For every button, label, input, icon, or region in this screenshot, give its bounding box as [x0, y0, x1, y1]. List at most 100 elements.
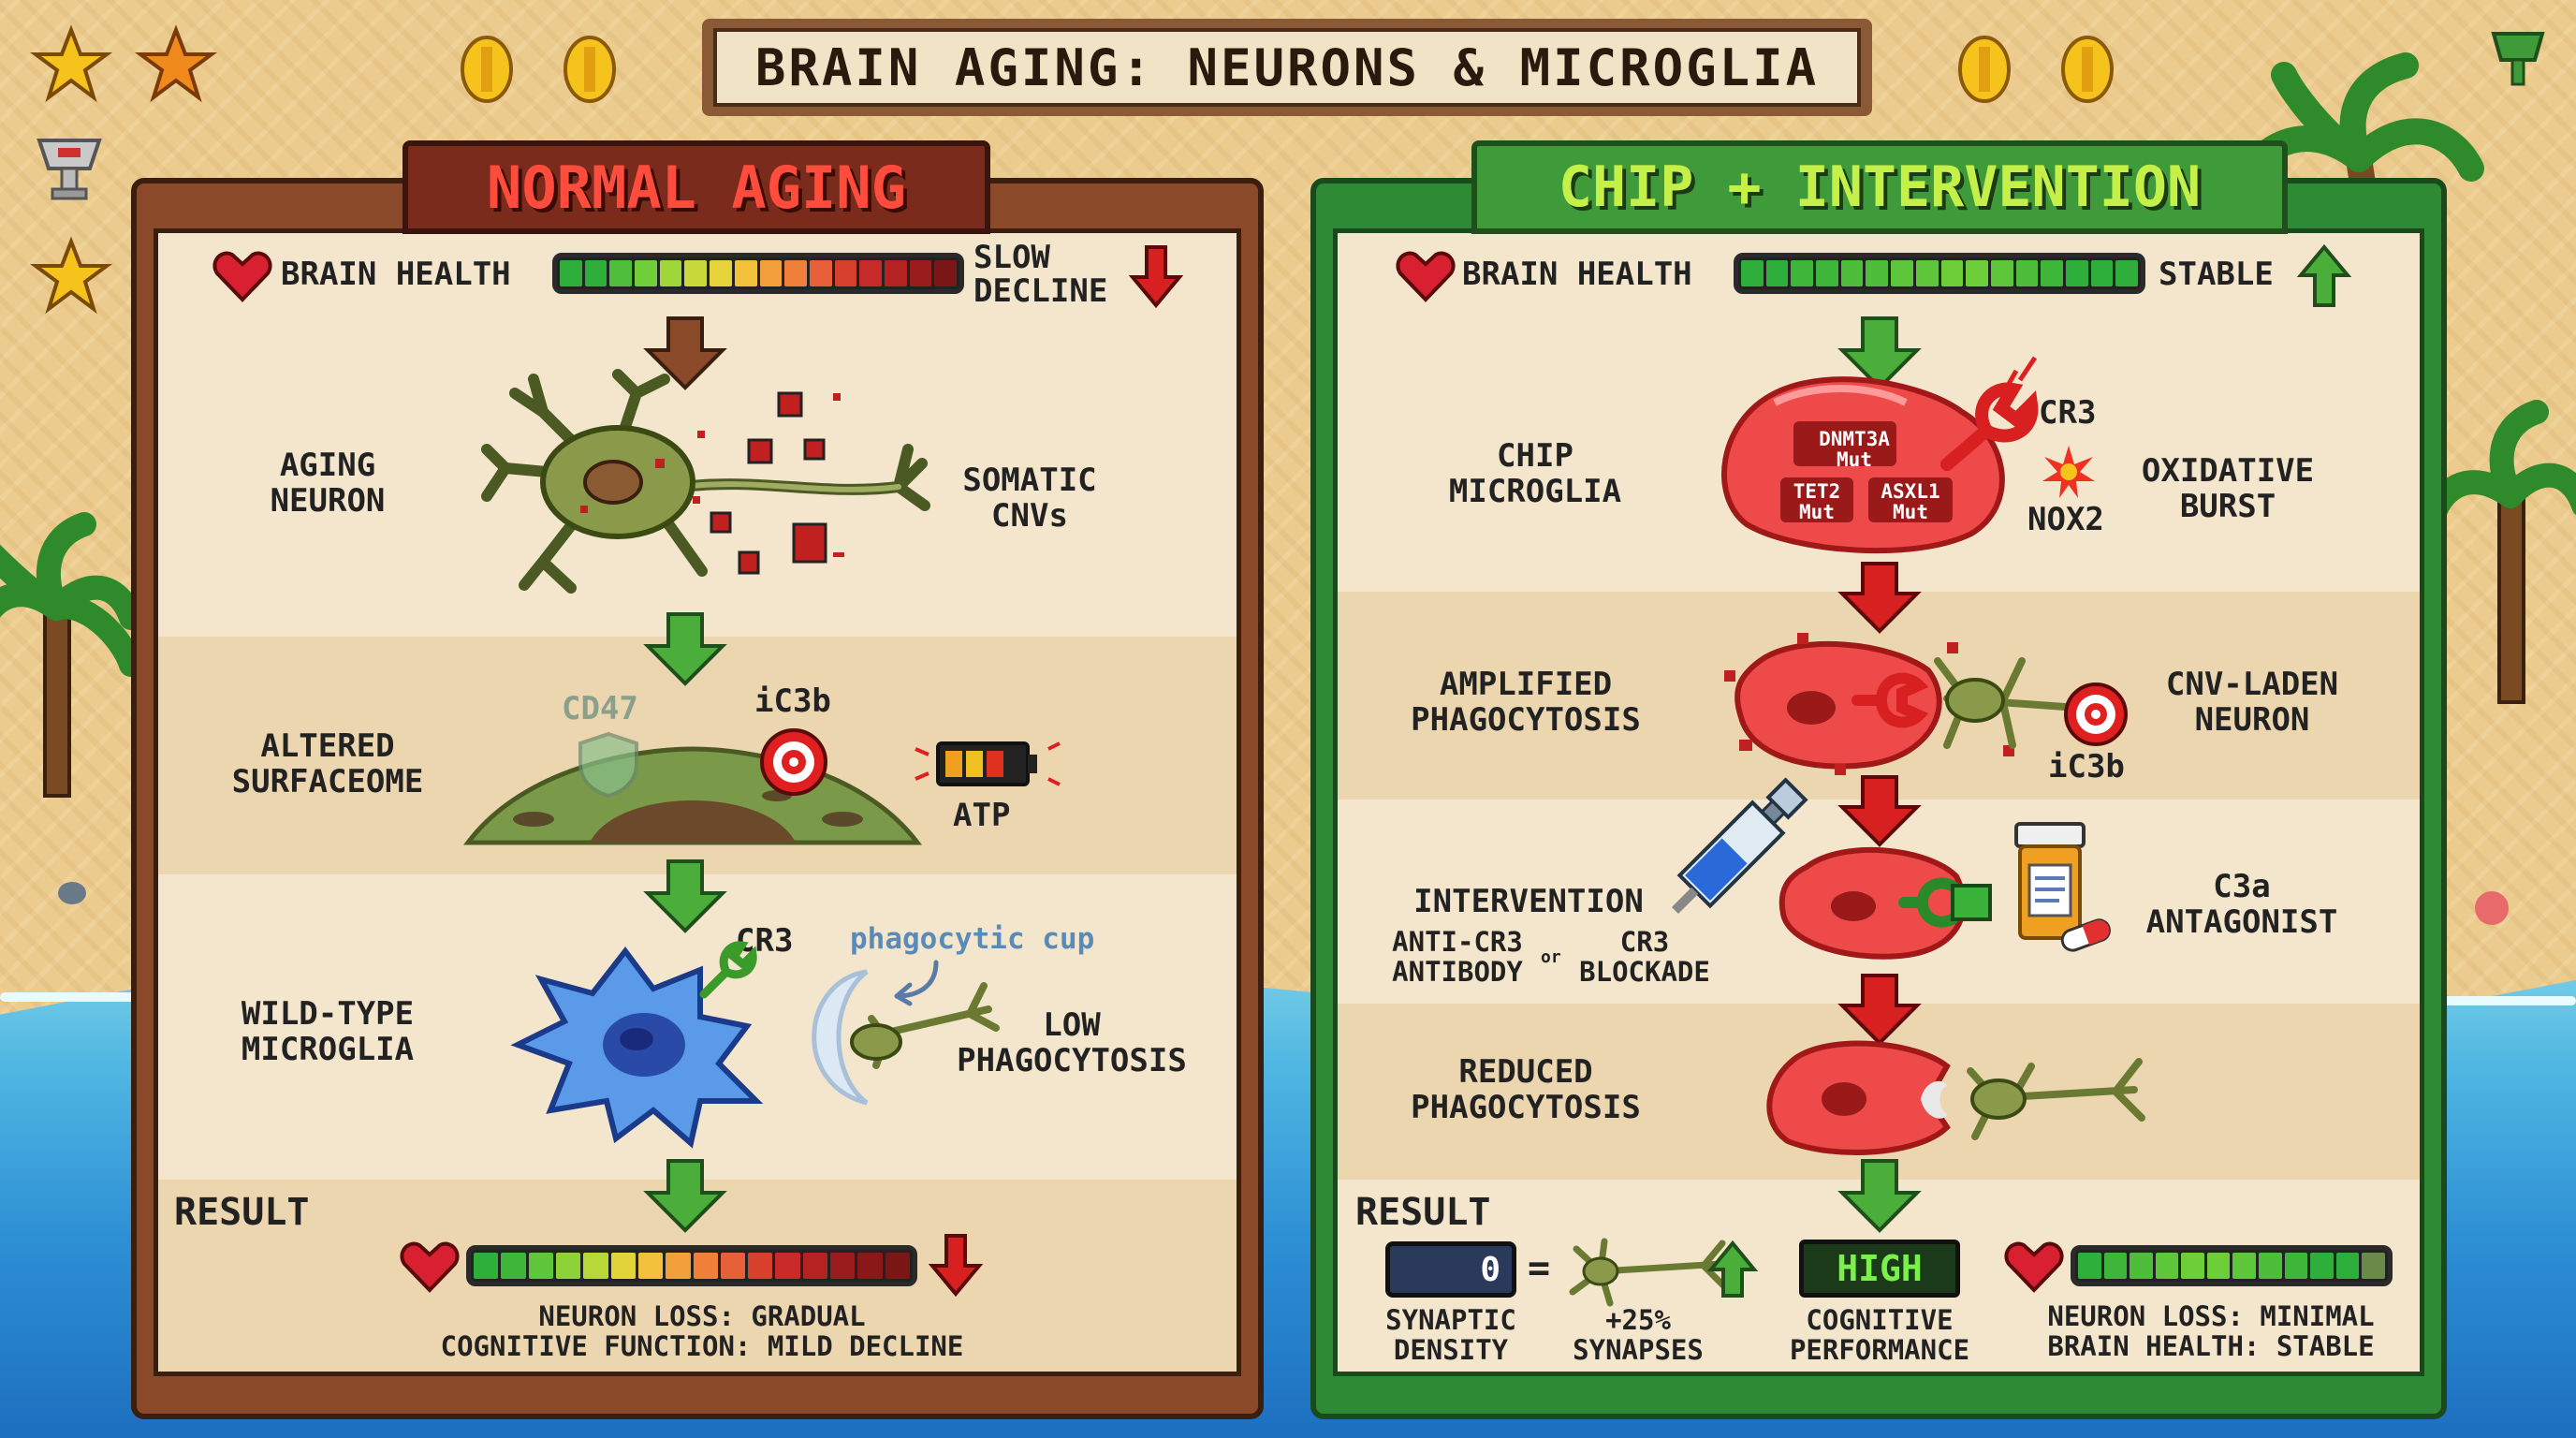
receptor-wrench-icon	[1852, 672, 1929, 728]
coin-icon	[1958, 36, 2011, 103]
brain-health-bar	[1734, 253, 2145, 294]
coin-icon	[461, 36, 513, 103]
capsule-icon	[2060, 918, 2111, 952]
coin-icon	[2061, 36, 2114, 103]
receptor-wrench-icon	[1940, 382, 2039, 471]
brain-health-label: BRAIN HEALTH	[281, 256, 511, 293]
result-cognitive-function: COGNITIVE FUNCTION: MILD DECLINE	[440, 1330, 964, 1362]
status-stable: STABLE	[2159, 256, 2274, 293]
brain-health-bar	[552, 253, 964, 294]
nox2-label: NOX2	[2027, 501, 2104, 538]
heart-icon	[400, 1241, 460, 1293]
target-icon	[760, 728, 827, 796]
star-icon	[29, 236, 113, 315]
cd47-label: CD47	[562, 690, 638, 727]
chip-microglia-illustration	[1721, 376, 2005, 554]
down-arrow-icon	[1837, 1159, 1922, 1233]
high-badge: HIGH	[1799, 1240, 1960, 1298]
down-arrow-icon	[1837, 562, 1922, 634]
result-brain-health-stable: BRAIN HEALTH: STABLE	[2047, 1330, 2375, 1362]
amplified-phagocytosis-illustration	[1724, 633, 2082, 775]
cr3-label: CR3	[2039, 394, 2097, 432]
status-slow: SLOW	[973, 239, 1050, 276]
page-title: BRAIN AGING: NEURONS & MICROGLIA	[713, 28, 1861, 107]
trophy-icon	[37, 139, 102, 200]
atp-label: ATP	[953, 797, 1011, 834]
result-label: RESULT	[1355, 1191, 1491, 1234]
spark-icon	[2006, 356, 2038, 386]
trophy-icon	[2491, 32, 2545, 86]
plus-synapses-label: +25%SYNAPSES	[1573, 1304, 1704, 1366]
pebble-icon	[58, 882, 86, 904]
receptor-wrench-icon	[699, 941, 757, 999]
cell-membrane-illustration	[462, 746, 923, 845]
cr3-label: CR3	[736, 922, 794, 960]
shield-icon	[578, 731, 638, 799]
up-arrow-icon	[2296, 243, 2352, 307]
blocked-microglia-illustration	[1778, 846, 1967, 960]
down-arrow-icon	[1837, 316, 1922, 390]
star-icon	[29, 24, 113, 103]
down-arrow-icon	[643, 859, 727, 933]
reduced-phagocytosis-illustration	[1766, 1040, 2145, 1155]
down-arrow-icon	[1837, 974, 1922, 1046]
result-neuron-loss-minimal: NEURON LOSS: MINIMAL	[2047, 1300, 2375, 1332]
heart-icon	[212, 251, 272, 302]
phagocytic-cup-illustration	[812, 969, 1000, 1106]
target-icon	[2064, 682, 2128, 746]
result-neuron-loss: NEURON LOSS: GRADUAL	[538, 1300, 866, 1332]
syringe-icon	[1671, 777, 1808, 915]
status-decline: DECLINE	[973, 272, 1108, 310]
wild-type-microglia-illustration	[510, 946, 764, 1149]
down-arrow-icon	[643, 316, 727, 390]
result-health-bar	[2071, 1245, 2393, 1286]
ic3b-label: iC3b	[754, 682, 831, 720]
up-arrow-icon	[1706, 1240, 1759, 1298]
pointer-arrow-icon	[894, 960, 939, 1006]
shell-icon	[2475, 891, 2509, 925]
down-arrow-icon	[928, 1234, 984, 1298]
or-label: or	[1541, 947, 1561, 967]
cnv-fragments-icon	[697, 391, 844, 575]
star-icon	[134, 24, 218, 103]
brain-health-label: BRAIN HEALTH	[1462, 256, 1692, 293]
burst-icon	[2042, 446, 2095, 498]
aging-neuron-illustration	[481, 369, 930, 594]
result-health-bar	[466, 1245, 917, 1286]
result-label: RESULT	[174, 1191, 310, 1234]
down-arrow-icon	[1128, 245, 1184, 309]
heart-icon	[1396, 251, 1456, 302]
down-arrow-icon	[643, 1159, 727, 1233]
blocked-receptor-icon	[1898, 877, 1992, 928]
tab-chip-intervention: CHIP + INTERVENTION	[1471, 140, 2288, 234]
tab-normal-aging: NORMAL AGING	[402, 140, 990, 234]
row-label-intervention: INTERVENTION	[1413, 883, 1644, 920]
pill-bottle-icon	[2014, 822, 2086, 940]
ic3b-label: iC3b	[2048, 748, 2125, 785]
coin-icon	[564, 36, 616, 103]
palm-tree-icon	[0, 512, 143, 798]
synapse-neuron-icon	[1569, 1238, 1728, 1307]
equals-sign: =	[1528, 1247, 1551, 1290]
phagocytic-cup-label: phagocytic cup	[850, 922, 1095, 956]
down-arrow-icon	[1837, 775, 1922, 847]
wave-foam	[2396, 996, 2576, 1005]
